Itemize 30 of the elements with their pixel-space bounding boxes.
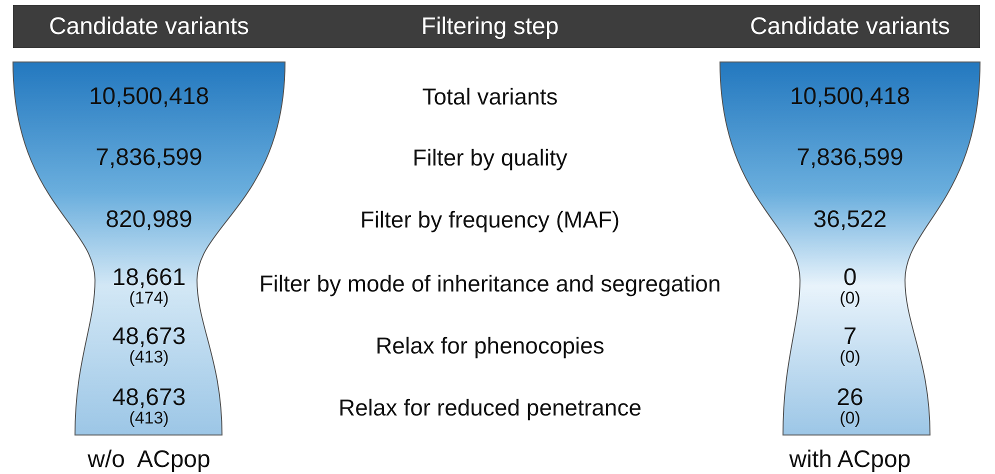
funnel-caption: w/o ACpop: [88, 448, 210, 472]
filter-step-label: Filter by quality: [412, 146, 568, 170]
column-heading: Candidate variants: [750, 15, 950, 39]
filter-step-label: Filter by mode of inheritance and segregation: [259, 272, 721, 296]
count-value: 48,673: [112, 386, 186, 410]
count-value: 48,673: [112, 325, 186, 349]
count-value: 0: [843, 266, 857, 290]
subcount-value: (174): [129, 290, 169, 306]
column-heading: Filtering step: [421, 15, 559, 39]
subcount-value: (0): [840, 290, 860, 306]
count-value: 26: [836, 386, 864, 410]
column-heading: Candidate variants: [48, 15, 250, 39]
count-value: 7,836,599: [96, 146, 202, 170]
count-value: 820,989: [106, 208, 192, 232]
filter-step-label: Relax for phenocopies: [376, 334, 604, 358]
subcount-value: (413): [129, 348, 169, 366]
filter-step-label: Relax for reduced penetrance: [338, 396, 642, 420]
count-value: 10,500,418: [88, 85, 210, 109]
subcount-value: (0): [840, 348, 860, 366]
subcount-value: (413): [129, 410, 169, 426]
count-value: 7,836,599: [796, 146, 904, 170]
count-value: 18,661: [112, 266, 186, 290]
filter-step-label: Total variants: [422, 86, 558, 108]
count-value: 10,500,418: [790, 85, 910, 109]
header-band: [13, 5, 980, 48]
subcount-value: (0): [840, 410, 860, 426]
count-value: 7: [843, 325, 857, 349]
filter-step-label: Filter by frequency (MAF): [360, 208, 620, 232]
count-value: 36,522: [813, 208, 887, 232]
funnel-caption: with ACpop: [789, 448, 911, 472]
